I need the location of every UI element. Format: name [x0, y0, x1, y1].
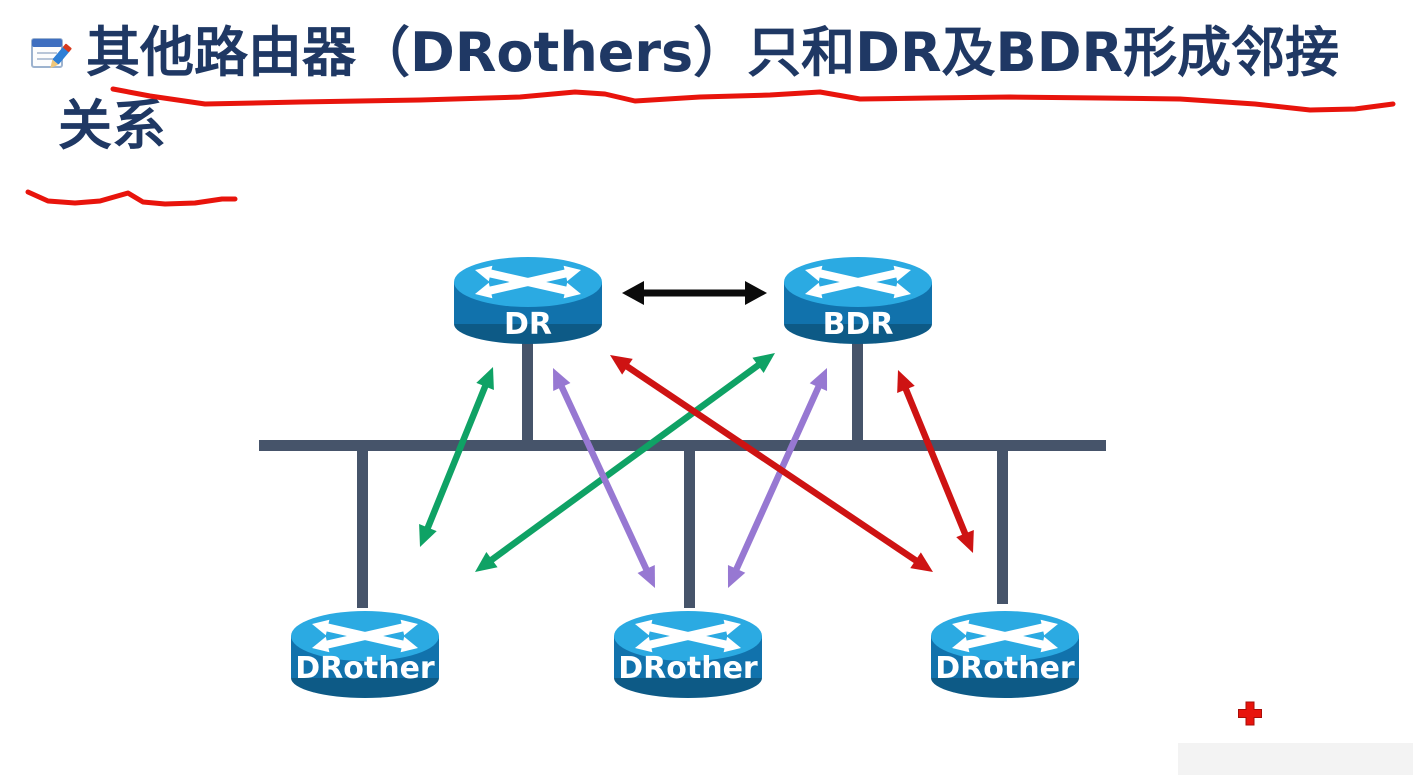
- link-drother1: [357, 447, 368, 608]
- title-underline-annotation: [110, 86, 1396, 113]
- link-dr: [522, 340, 533, 444]
- adjacency-arrow-green-bdr-drother1: [475, 353, 775, 572]
- adjacency-arrow-red-dr-drother3: [610, 355, 933, 572]
- adjacency-arrows-layer: [419, 281, 974, 588]
- router-label-drother1: DRother: [295, 651, 435, 686]
- adjacency-arrow-purple-bdr-drother2: [727, 368, 828, 588]
- router-label-bdr: BDR: [823, 307, 894, 342]
- adjacency-arrow-black-dr-bdr: [622, 281, 767, 305]
- link-drother2: [684, 447, 695, 608]
- red-plus-pointer: [1238, 701, 1262, 726]
- adjacency-arrow-red-bdr-drother3: [897, 370, 974, 553]
- router-label-drother2: DRother: [618, 651, 758, 686]
- link-bdr: [852, 340, 863, 444]
- routers-layer: DR BDR DRother DRother DRother: [291, 257, 1079, 698]
- ethernet-bus: [259, 440, 1106, 451]
- secondary-underline-annotation: [25, 189, 238, 207]
- bottom-right-gray-strip: [1178, 743, 1413, 775]
- marker-annotations: [25, 86, 1396, 207]
- link-drother3: [997, 447, 1008, 604]
- adjacency-arrow-purple-dr-drother2: [553, 368, 655, 588]
- adjacency-arrow-green-dr-drother1: [419, 367, 494, 547]
- notepad-pencil-icon: [28, 18, 72, 69]
- router-label-drother3: DRother: [935, 651, 1075, 686]
- title-line-2: 关系: [58, 94, 166, 157]
- slide-title: 其他路由器（DRothers）只和DR及BDR形成邻接 关系: [0, 16, 1413, 162]
- title-line-1: 其他路由器（DRothers）只和DR及BDR形成邻接: [86, 21, 1340, 84]
- router-label-dr: DR: [504, 307, 552, 342]
- ethernet-segment: [259, 340, 1106, 608]
